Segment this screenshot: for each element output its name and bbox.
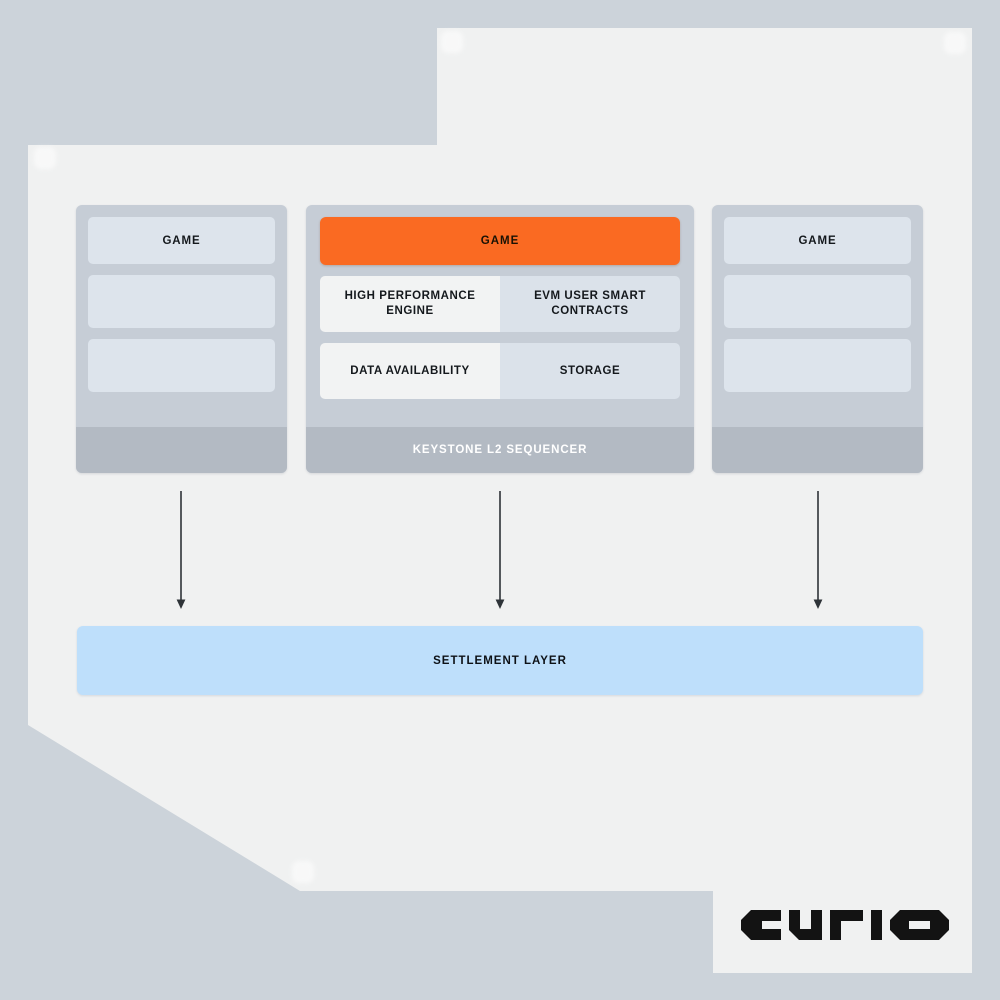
column-body: GAME [76,205,287,427]
slot-empty[interactable] [88,339,275,392]
slot-empty[interactable] [724,339,911,392]
down-arrow-icon [176,491,186,609]
decorative-dot [292,861,314,883]
curio-wordmark-logo [741,910,949,940]
column-footer-bar [76,427,287,473]
slot-game-highlighted[interactable]: GAME [320,217,680,265]
down-arrow-icon [813,491,823,609]
decorative-dot [944,32,966,54]
slot-empty[interactable] [724,275,911,328]
keystone-l2-sequencer-bar: KEYSTONE L2 SEQUENCER [306,427,694,473]
rollup-column-right[interactable]: GAME [712,205,923,473]
cell-data-availability[interactable]: DATA AVAILABILITY [320,343,500,399]
cell-storage[interactable]: STORAGE [500,343,680,399]
slot-empty[interactable] [88,275,275,328]
down-arrow-icon [495,491,505,609]
column-footer-bar [712,427,923,473]
stack-row-data: DATA AVAILABILITY STORAGE [320,343,680,399]
rollup-column-left[interactable]: GAME [76,205,287,473]
column-body: GAME [712,205,923,427]
slot-game[interactable]: GAME [724,217,911,264]
rollup-column-center[interactable]: GAME HIGH PERFORMANCE ENGINE EVM USER SM… [306,205,694,473]
cell-high-performance-engine[interactable]: HIGH PERFORMANCE ENGINE [320,276,500,332]
stack-row-engine: HIGH PERFORMANCE ENGINE EVM USER SMART C… [320,276,680,332]
slot-game[interactable]: GAME [88,217,275,264]
settlement-layer-bar[interactable]: SETTLEMENT LAYER [77,626,923,695]
decorative-dot [441,31,463,53]
cell-evm-user-smart-contracts[interactable]: EVM USER SMART CONTRACTS [500,276,680,332]
column-body: GAME HIGH PERFORMANCE ENGINE EVM USER SM… [306,205,694,427]
decorative-dot [34,147,56,169]
